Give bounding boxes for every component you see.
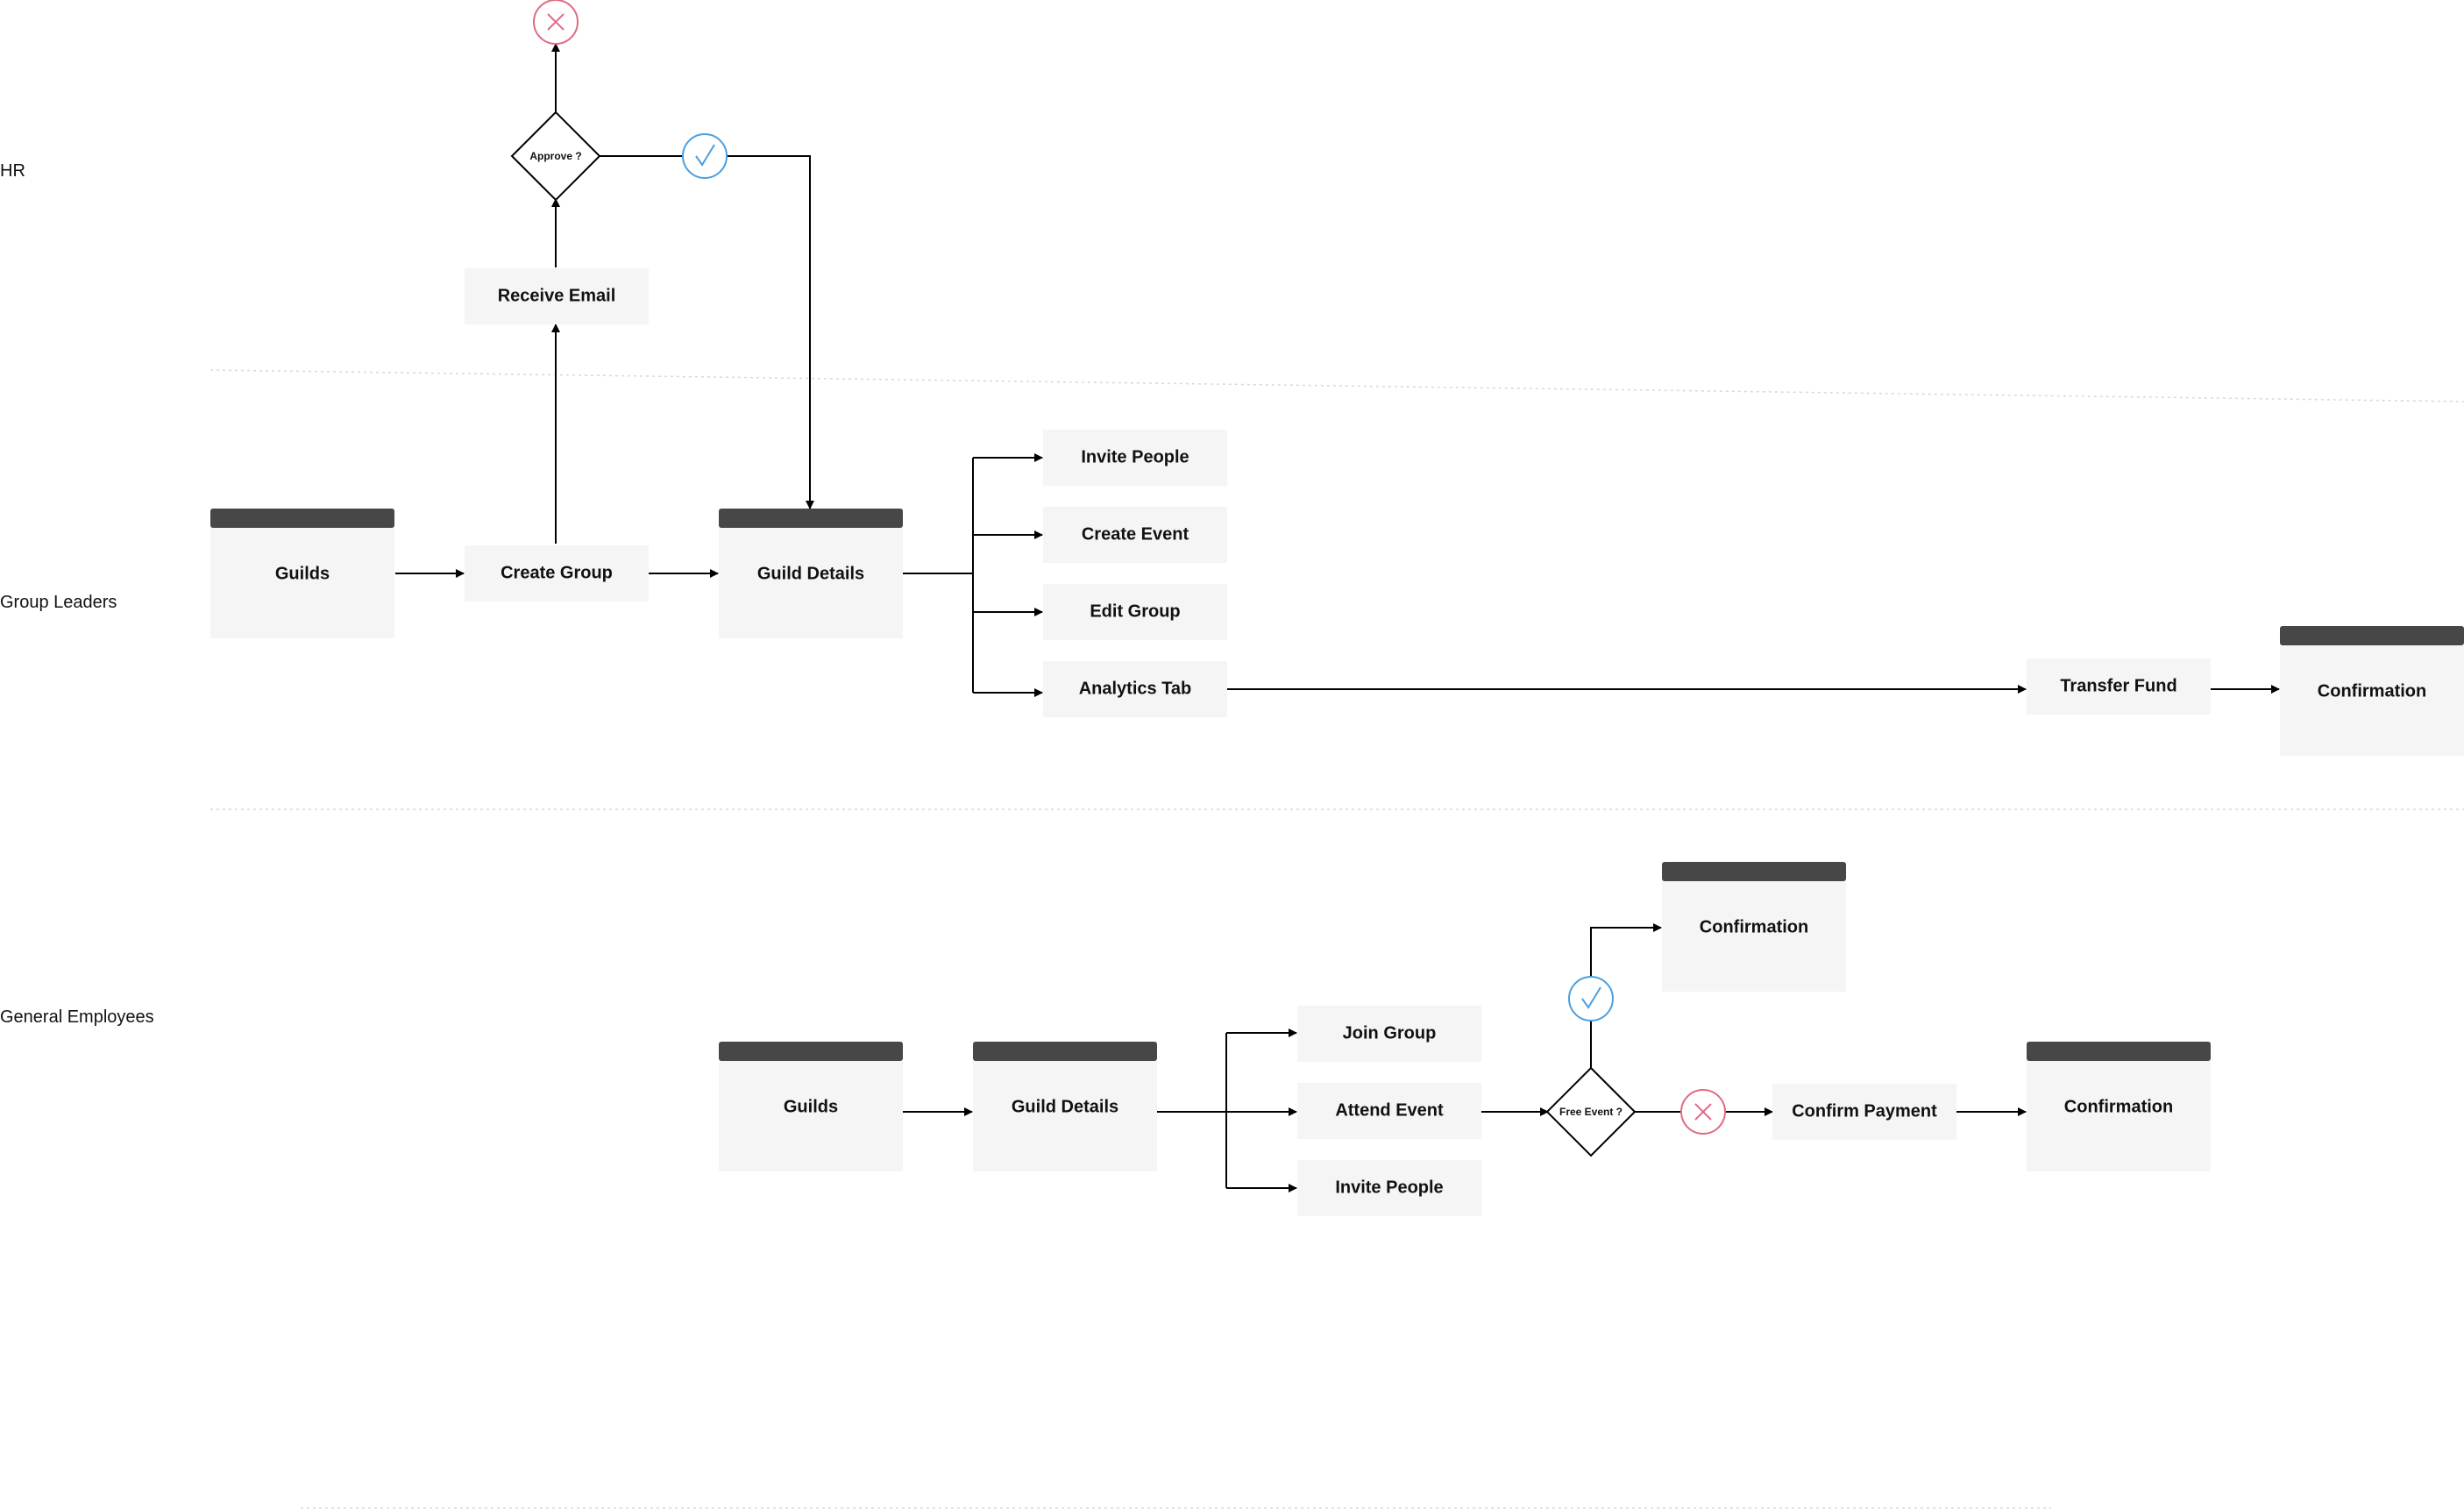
employees-guild-details-screen[interactable]: Guild Details xyxy=(973,1042,1157,1171)
join-group-node[interactable]: Join Group xyxy=(1297,1006,1481,1062)
lane-label-general-employees: General Employees xyxy=(0,1007,154,1027)
edit-group-label: Edit Group xyxy=(1090,601,1180,621)
lane-label-group-leaders: Group Leaders xyxy=(0,593,117,612)
invite-people-label: Invite People xyxy=(1081,447,1189,466)
invite-people-node[interactable]: Invite People xyxy=(1043,430,1227,486)
leaders-guild-details-screen[interactable]: Guild Details xyxy=(719,509,903,638)
attend-event-box xyxy=(1297,1083,1481,1139)
lane-dividers xyxy=(209,369,2464,1509)
analytics-tab-box xyxy=(1043,661,1227,717)
free-confirmation-label: Confirmation xyxy=(1700,917,1808,936)
general-employees-lane: Guilds Guild Details Join Group Attend E… xyxy=(719,862,2211,1216)
hr-lane: Receive Email Approve ? xyxy=(465,0,728,324)
confirm-payment-node[interactable]: Confirm Payment xyxy=(1772,1084,1956,1140)
x-circle-icon xyxy=(533,0,579,45)
lane-label-hr: HR xyxy=(0,161,25,181)
receive-email-box xyxy=(465,268,649,324)
create-event-node[interactable]: Create Event xyxy=(1043,507,1227,563)
join-group-label: Join Group xyxy=(1343,1023,1437,1043)
group-leaders-lane: Guilds Create Group Guild Details Invite… xyxy=(210,430,2464,756)
lane-divider-hr-leaders xyxy=(209,369,2464,402)
receive-email-node[interactable]: Receive Email xyxy=(465,268,649,324)
check-circle-icon xyxy=(1568,976,1614,1021)
employees-invite-people-label: Invite People xyxy=(1335,1178,1443,1197)
employees-guild-details-body xyxy=(973,1042,1157,1171)
employees-guild-details-header xyxy=(973,1042,1157,1061)
employees-invite-people-node[interactable]: Invite People xyxy=(1297,1160,1481,1216)
edit-group-node[interactable]: Edit Group xyxy=(1043,584,1227,640)
confirm-payment-label: Confirm Payment xyxy=(1792,1101,1937,1121)
free-confirmation-body xyxy=(1662,862,1846,992)
free-event-decision[interactable]: Free Event ? xyxy=(1545,1066,1637,1157)
leaders-guild-details-body xyxy=(719,509,903,638)
transfer-fund-box xyxy=(2027,658,2211,715)
employees-guilds-screen[interactable]: Guilds xyxy=(719,1042,903,1171)
free-confirmation-screen[interactable]: Confirmation xyxy=(1662,862,1846,992)
edge-emp-guild-details-branch-trunk xyxy=(1156,1033,1227,1188)
edit-group-box xyxy=(1043,584,1227,640)
x-circle-icon xyxy=(1680,1089,1726,1135)
attend-event-node[interactable]: Attend Event xyxy=(1297,1083,1481,1139)
transfer-fund-label: Transfer Fund xyxy=(2060,676,2176,695)
edge-free-check-to-confirmation xyxy=(1590,923,1662,977)
employees-guilds-header xyxy=(719,1042,903,1061)
leaders-guilds-body xyxy=(210,509,394,638)
create-event-label: Create Event xyxy=(1082,524,1189,544)
create-event-box xyxy=(1043,507,1227,563)
free-event-decision-label: Free Event ? xyxy=(1559,1106,1623,1118)
approve-decision[interactable]: Approve ? xyxy=(510,110,601,202)
free-event-decision-diamond xyxy=(1545,1066,1637,1157)
analytics-tab-node[interactable]: Analytics Tab xyxy=(1043,661,1227,717)
analytics-tab-label: Analytics Tab xyxy=(1079,679,1192,698)
approve-decision-diamond xyxy=(510,110,601,202)
receive-email-label: Receive Email xyxy=(498,286,616,305)
transfer-fund-node[interactable]: Transfer Fund xyxy=(2027,658,2211,715)
leaders-confirmation-label: Confirmation xyxy=(2318,681,2426,701)
leaders-guilds-label: Guilds xyxy=(275,564,330,583)
leaders-guild-details-header xyxy=(719,509,903,528)
leaders-guilds-header xyxy=(210,509,394,528)
free-confirmation-header xyxy=(1662,862,1846,881)
flow-edges xyxy=(395,43,2280,1192)
employees-guilds-label: Guilds xyxy=(784,1097,838,1116)
paid-confirmation-body xyxy=(2027,1042,2211,1171)
leaders-guilds-screen[interactable]: Guilds xyxy=(210,509,394,638)
employees-invite-people-box xyxy=(1297,1160,1481,1216)
paid-confirmation-screen[interactable]: Confirmation xyxy=(2027,1042,2211,1171)
confirm-payment-box xyxy=(1772,1084,1956,1140)
leaders-confirmation-screen[interactable]: Confirmation xyxy=(2280,626,2464,756)
leaders-confirmation-header xyxy=(2280,626,2464,645)
create-group-label: Create Group xyxy=(501,563,613,582)
leaders-guild-details-label: Guild Details xyxy=(757,564,864,583)
create-group-box xyxy=(465,545,649,601)
paid-confirmation-header xyxy=(2027,1042,2211,1061)
leaders-confirmation-body xyxy=(2280,626,2464,756)
attend-event-label: Attend Event xyxy=(1335,1100,1444,1120)
employees-guild-details-label: Guild Details xyxy=(1012,1097,1118,1116)
check-circle-icon xyxy=(682,133,728,179)
edge-guild-details-branch-trunk xyxy=(903,458,974,693)
create-group-node[interactable]: Create Group xyxy=(465,545,649,601)
approve-decision-label: Approve ? xyxy=(529,150,581,162)
join-group-box xyxy=(1297,1006,1481,1062)
paid-confirmation-label: Confirmation xyxy=(2064,1097,2173,1116)
employees-guilds-body xyxy=(719,1042,903,1171)
edge-approved-to-guild-details xyxy=(728,155,814,509)
invite-people-box xyxy=(1043,430,1227,486)
